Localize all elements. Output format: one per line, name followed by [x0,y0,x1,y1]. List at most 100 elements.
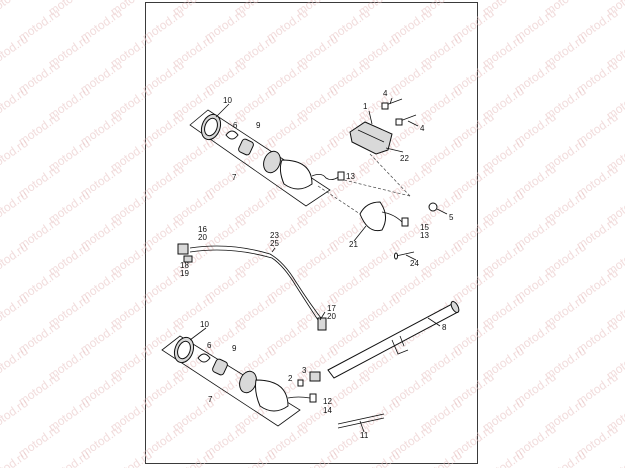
lower-socket-9 [212,358,228,376]
callout-label: 11 [360,431,369,440]
upper-socket-9 [238,138,254,156]
upper-baseplate [189,109,331,207]
watermark-text: motod.ru [0,84,31,123]
lower-bulb-6 [197,353,211,363]
tube-bracket-2 [399,335,405,347]
watermark-text: motod.ru [294,448,341,468]
leader-line [427,317,441,327]
lower-baseplate [161,335,301,427]
leader-line [405,254,417,261]
harness-second [189,249,323,327]
lower-wire-12 [287,396,311,399]
upper-assembly-guide-3 [317,185,361,215]
callout-label: 4 [420,124,425,133]
leader-line [385,147,404,153]
bolt-4-lower [399,114,417,122]
right-housing-assembly [359,201,438,260]
upper-housing-7 [279,159,313,190]
callout-label: 15 [420,223,429,232]
leader-line [271,247,276,253]
watermark-text: motod.ru [0,292,31,331]
leader-line [389,97,393,105]
upper-signal-assembly [189,98,417,215]
callout-label: 13 [346,172,355,181]
lower-housing-7 [255,379,289,412]
callout-label: 24 [410,259,419,268]
leader-line [189,327,207,341]
leader-line [368,110,373,125]
callout-label: 23 [270,231,279,240]
callout-label: 3 [302,366,307,375]
bolt-4-lower-head [395,118,403,126]
pin-24 [395,251,415,257]
callout-label: 10 [223,96,232,105]
lower-connector-12 [309,393,317,403]
callout-label: 20 [327,312,336,321]
upper-reflector-7 [263,150,281,174]
watermark-text: motod.ru [108,448,155,468]
housing-21 [359,201,386,232]
mount-bracket-22 [349,121,393,155]
callout-label: 13 [420,231,429,240]
callout-label: 6 [233,121,238,130]
watermark-text: motod.ru [604,448,625,468]
watermark-text: motod.ru [0,240,31,279]
tube-bracket [391,339,409,355]
bolt-4-upper [385,98,403,106]
watermark-text: motod.ru [418,448,465,468]
lower-signal-assembly [161,335,385,429]
watermark-text: motod.ru [542,448,589,468]
callout-label: 6 [207,341,212,350]
watermark-text: motod.ru [170,448,217,468]
watermark-text: motod.ru [46,448,93,468]
harness-main [189,245,325,323]
callout-label: 9 [256,121,261,130]
harness-connector-17 [317,317,327,331]
diagram-frame [145,2,478,464]
upper-wire-13 [311,174,341,180]
watermark-text: motod.ru [0,344,31,383]
callout-label: 20 [198,233,207,242]
callout-label: 2 [288,374,293,383]
callout-labels: 1 2 3 4 4 5 6 6 7 7 8 9 9 10 10 11 12 14… [180,89,454,440]
callout-label: 7 [232,173,237,182]
callout-label: 25 [270,239,279,248]
leader-line [319,311,326,321]
washer-2 [297,379,304,387]
callout-label: 9 [232,344,237,353]
connector-13-15 [401,217,409,227]
callout-label: 5 [449,213,454,222]
watermark-text: motod.ru [356,448,403,468]
callout-label: 10 [200,320,209,329]
callout-label: 17 [327,304,336,313]
callout-label: 16 [198,225,207,234]
callout-label: 1 [363,102,368,111]
callout-label: 14 [323,406,332,415]
watermark-text: motod.ru [0,0,31,18]
watermark-text: motod.ru [480,448,527,468]
bolt-4-upper-head [381,102,389,110]
leader-line [353,225,367,242]
callout-label: 8 [442,323,447,332]
callout-label: 12 [323,397,332,406]
nut-3 [309,371,321,382]
watermark-text: motod.ru [0,188,31,227]
harness-connector-16 [177,243,189,255]
callout-label: 18 [180,261,189,270]
watermark-text: motod.ru [0,32,31,71]
mount-bracket-detail [357,129,385,143]
upper-assembly-guide-1 [343,179,411,197]
leader-line [215,103,230,118]
leader-line [407,120,419,127]
leader-line [436,208,448,215]
callout-label: 7 [208,395,213,404]
callout-label: 22 [400,154,409,163]
upper-lens-ring-inner [204,117,218,137]
harness-connector-18 [183,255,193,263]
watermark-text: motod.ru [0,136,31,175]
pin-24-end [394,252,398,260]
callout-label: 4 [383,89,388,98]
wiring-harness [177,243,327,331]
